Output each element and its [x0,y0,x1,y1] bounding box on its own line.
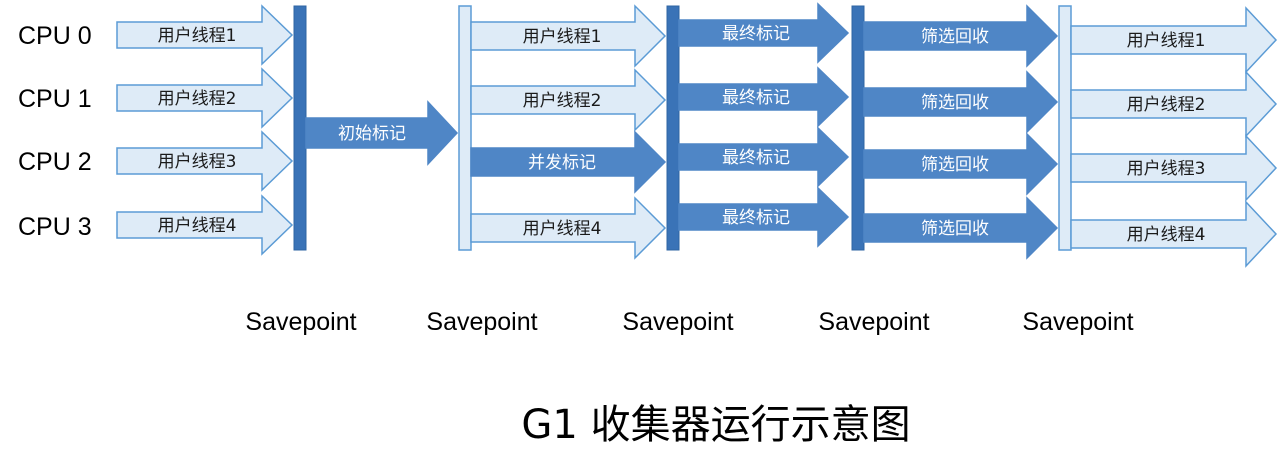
savepoint-label-5: Savepoint [1022,308,1133,336]
phase2-arrow-2: 用户线程2 [470,68,667,132]
phase5-user-thread-label-1: 用户线程1 [1127,31,1206,51]
final-mark-arrow-3: 最终标记 [678,126,850,188]
savepoint-bar-4 [851,5,865,251]
phase2-label-1: 用户线程1 [523,27,602,47]
phase1-user-thread-arrow-3: 用户线程3 [116,130,294,192]
savepoint-label-4: Savepoint [818,308,929,336]
phase1-user-thread-arrow-2: 用户线程2 [116,67,294,129]
savepoint-label-2: Savepoint [426,308,537,336]
cpu-label-2: CPU 2 [18,148,92,176]
final-mark-label-4: 最终标记 [722,208,790,228]
cleanup-arrow-2: 筛选回收 [863,70,1059,134]
phase1-user-thread-label-4: 用户线程4 [158,216,237,236]
phase2-label-4: 用户线程4 [523,219,602,239]
phase5-user-thread-arrow-4: 用户线程4 [1070,200,1278,268]
cleanup-label-3: 筛选回收 [921,155,989,175]
savepoint-label-3: Savepoint [622,308,733,336]
cleanup-arrow-3: 筛选回收 [863,132,1059,196]
cpu-label-1: CPU 1 [18,85,92,113]
cleanup-label-4: 筛选回收 [921,219,989,239]
phase2-arrow-4: 用户线程4 [470,196,667,260]
savepoint-bar-1 [293,5,307,251]
phase2-arrow-1: 用户线程1 [470,4,667,68]
initial-mark-label: 初始标记 [338,124,406,144]
cleanup-label-2: 筛选回收 [921,93,989,113]
phase5-user-thread-label-2: 用户线程2 [1127,95,1206,115]
phase1-user-thread-label-3: 用户线程3 [158,152,237,172]
final-mark-arrow-4: 最终标记 [678,186,850,248]
final-mark-label-1: 最终标记 [722,24,790,44]
diagram-title: G1 收集器运行示意图 [521,402,910,448]
savepoint-label-1: Savepoint [245,308,356,336]
phase1-user-thread-label-2: 用户线程2 [158,89,237,109]
final-mark-arrow-2: 最终标记 [678,66,850,128]
concurrent-mark-arrow: 并发标记 [470,130,667,194]
final-mark-label-2: 最终标记 [722,88,790,108]
savepoint-bar-5 [1058,5,1072,251]
phase5-user-thread-label-4: 用户线程4 [1127,225,1206,245]
phase1-user-thread-label-1: 用户线程1 [158,26,237,46]
cpu-label-3: CPU 3 [18,213,92,241]
phase2-label-2: 用户线程2 [523,91,602,111]
concurrent-mark-label: 并发标记 [528,153,596,173]
phase5-user-thread-label-3: 用户线程3 [1127,159,1206,179]
phase1-user-thread-arrow-4: 用户线程4 [116,194,294,256]
savepoint-bar-2 [458,5,472,251]
phase5-user-thread-arrow-2: 用户线程2 [1070,70,1278,138]
final-mark-label-3: 最终标记 [722,148,790,168]
initial-mark-arrow: 初始标记 [305,100,459,166]
cleanup-label-1: 筛选回收 [921,27,989,47]
final-mark-arrow-1: 最终标记 [678,2,850,64]
phase5-user-thread-arrow-3: 用户线程3 [1070,134,1278,202]
phase5-user-thread-arrow-1: 用户线程1 [1070,6,1278,74]
cleanup-arrow-4: 筛选回收 [863,196,1059,260]
savepoint-bar-3 [666,5,680,251]
cleanup-arrow-1: 筛选回收 [863,4,1059,68]
cpu-label-0: CPU 0 [18,22,92,50]
phase1-user-thread-arrow-1: 用户线程1 [116,4,294,66]
